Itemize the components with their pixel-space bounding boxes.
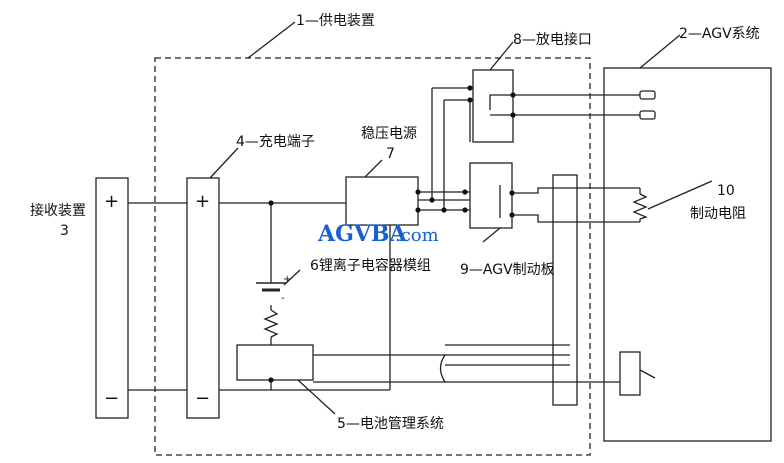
wire-port-out-1 (489, 94, 640, 110)
label-resistor-num: 10 (717, 183, 735, 199)
label-power-supply: 1—供电装置 (296, 13, 375, 29)
receiver-box (95, 177, 129, 419)
agv-system-box (603, 67, 772, 442)
leader-power-supply (247, 21, 296, 59)
power-supply-boundary (154, 57, 591, 456)
wire-brake-bottom (512, 214, 640, 223)
label-receiver: 接收装置 (30, 202, 86, 219)
label-resistor: 制动电阻 (690, 206, 746, 222)
leader-charge-terminal (209, 147, 239, 179)
bus-bar (552, 174, 578, 406)
leader-resistor (647, 180, 713, 210)
leader-discharge-port (489, 41, 514, 71)
terminal-minus-sign: − (195, 388, 210, 409)
leader-regulator (364, 159, 383, 178)
leader-bms (297, 379, 336, 415)
label-receiver-num: 3 (60, 223, 69, 239)
plug-2 (639, 110, 656, 120)
label-li-module: 6锂离子电容器模组 (310, 257, 431, 274)
brake-board-box (469, 162, 513, 229)
label-charge-terminal: 4—充电端子 (236, 134, 315, 150)
resistor-symbol-series (263, 309, 279, 338)
label-agv-system: 2—AGV系统 (679, 26, 760, 42)
label-bms: 5—电池管理系统 (337, 416, 444, 432)
label-regulator-num: 7 (386, 146, 395, 162)
bms-cable-outline (313, 354, 447, 383)
cap-minus-sign: - (281, 293, 285, 304)
wire-brake-top (512, 187, 640, 194)
leader-agv-system (639, 34, 681, 69)
leader-li-module (283, 269, 301, 286)
terminal-plus-sign: + (195, 191, 210, 212)
receiver-plus-sign: + (104, 191, 119, 212)
receiver-minus-sign: − (104, 388, 119, 409)
cap-plus-sign: + (283, 274, 291, 285)
agv-connector-lead (639, 369, 656, 379)
watermark-brand: AGVBA (317, 221, 408, 247)
agv-connector (619, 351, 641, 396)
label-discharge-port: 8—放电接口 (513, 31, 592, 48)
label-regulator: 稳压电源 (361, 126, 417, 142)
watermark-suffix: .com (395, 225, 439, 246)
discharge-port-box (472, 69, 514, 143)
regulator-box (345, 176, 419, 226)
charge-terminal-box (186, 177, 220, 419)
bms-box (236, 344, 314, 381)
plug-1 (639, 90, 656, 100)
brake-resistor-symbol (632, 193, 648, 220)
leader-brake-board (482, 227, 501, 243)
label-brake-board: 9—AGV制动板 (460, 262, 555, 278)
junction-dots (268, 85, 516, 383)
